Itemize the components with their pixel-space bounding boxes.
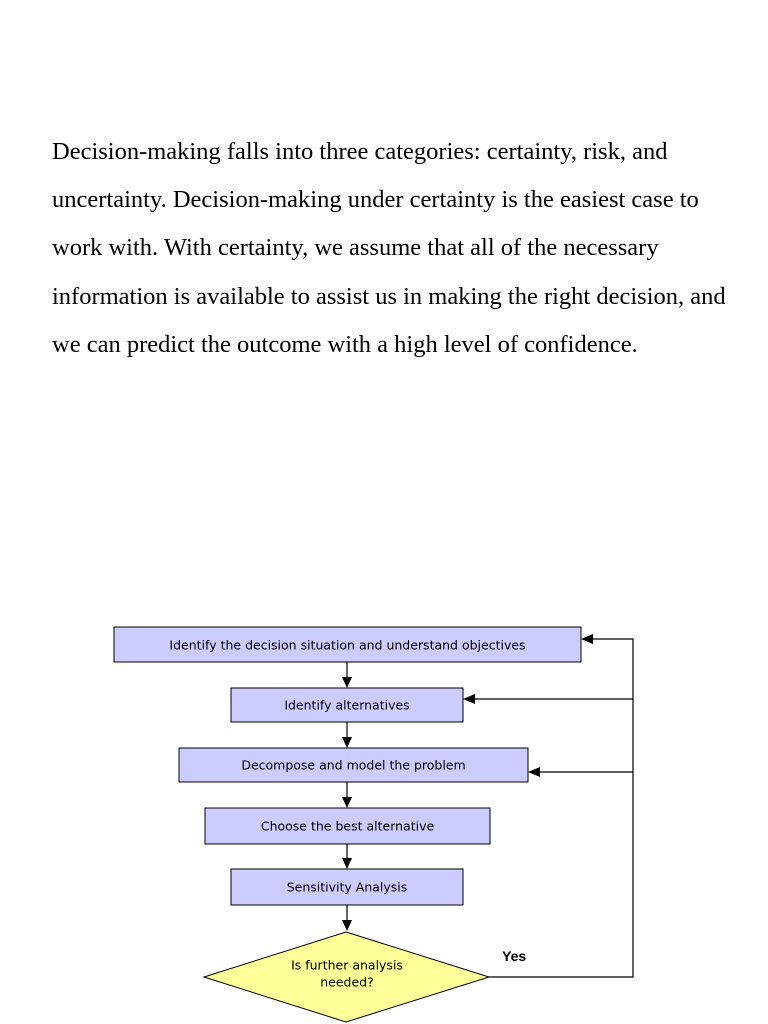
arrowhead-down bbox=[342, 797, 352, 808]
step-box bbox=[230, 687, 464, 723]
arrowhead-down bbox=[342, 858, 352, 869]
step-decompose-model: Decompose and model the problem bbox=[178, 747, 529, 783]
arrowhead-down bbox=[342, 737, 352, 748]
step-label: Identify the decision situation and unde… bbox=[169, 638, 525, 653]
step-identify-situation: Identify the decision situation and unde… bbox=[113, 626, 582, 663]
decision-label-line2: needed? bbox=[320, 975, 374, 990]
step-identify-alternatives: Identify alternatives bbox=[230, 687, 464, 723]
feedback-line bbox=[489, 638, 634, 978]
arrowhead-down bbox=[342, 677, 352, 688]
step-label: Sensitivity Analysis bbox=[287, 880, 408, 895]
arrowhead-left bbox=[463, 694, 475, 704]
step-box bbox=[204, 807, 491, 845]
step-choose-best: Choose the best alternative bbox=[204, 807, 491, 845]
decision-label-line1: Is further analysis bbox=[291, 958, 403, 973]
step-box bbox=[113, 626, 582, 663]
arrowhead-left bbox=[528, 767, 540, 777]
decision-diamond bbox=[202, 931, 491, 1023]
step-sensitivity-analysis: Sensitivity Analysis bbox=[230, 868, 464, 906]
feedback-loop bbox=[463, 634, 634, 978]
step-label: Choose the best alternative bbox=[261, 819, 435, 834]
intro-paragraph: Decision-making falls into three categor… bbox=[52, 138, 726, 358]
step-box bbox=[178, 747, 529, 783]
downward-connectors bbox=[342, 662, 352, 931]
step-label: Decompose and model the problem bbox=[241, 758, 465, 773]
arrowhead-left bbox=[581, 634, 593, 644]
decision-further-analysis: Is further analysis needed? bbox=[202, 931, 491, 1023]
step-label: Identify alternatives bbox=[284, 698, 409, 713]
yes-label: Yes bbox=[502, 948, 526, 964]
arrowhead-down bbox=[342, 920, 352, 931]
